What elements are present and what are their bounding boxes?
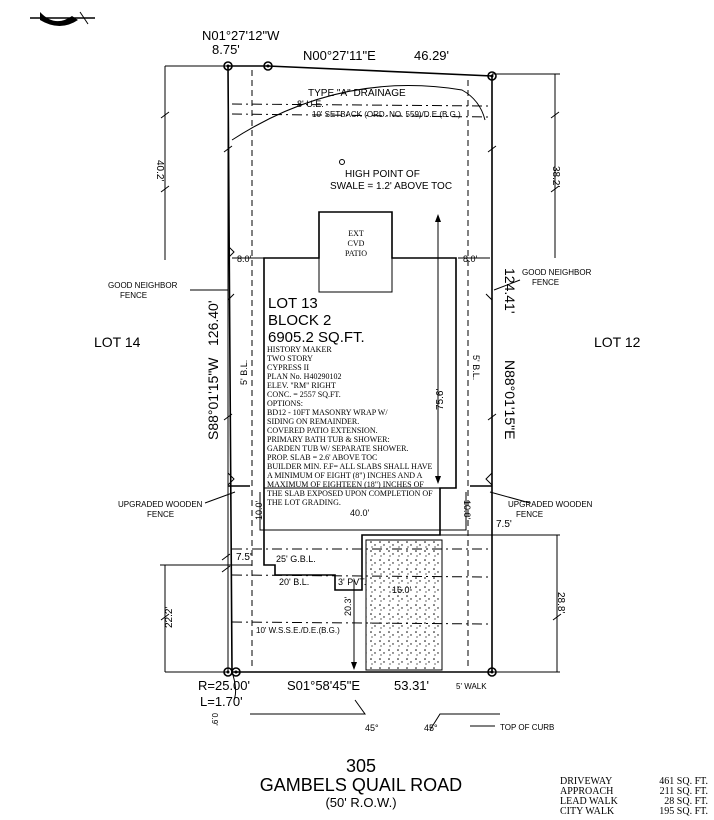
good-fence-right-1: GOOD NEIGHBOR [522, 268, 592, 277]
note-line: A MINIMUM OF EIGHT (8") INCHES AND A [267, 471, 423, 480]
dim-38-2: 38.2' [550, 166, 561, 187]
bottom-bearing: S01°58'45"E [287, 678, 360, 693]
dim-7-5-left: 7.5' [236, 552, 252, 563]
note-line: SIDING ON REMAINDER. [267, 417, 359, 426]
top-left-distance: 8.75' [212, 42, 240, 57]
note-line: THE LOT GRADING. [267, 498, 341, 507]
good-fence-right-2: FENCE [532, 278, 559, 287]
dim-8-right: 8.0' [463, 254, 478, 264]
easement-lines [231, 70, 491, 668]
note-line: PLAN No. H40290102 [267, 372, 341, 381]
note-line: GARDEN TUB W/ SEPARATE SHOWER. [267, 444, 408, 453]
dim-0-9: 0.9' [210, 713, 219, 726]
patio-line-1: EXT [348, 229, 364, 238]
lot-12-label: LOT 12 [594, 334, 641, 350]
lot-number: LOT 13 [268, 295, 318, 312]
note-line: PROP. SLAB = 2.6' ABOVE TOC [267, 453, 377, 462]
note-line: CONC. = 2557 SQ.FT. [267, 390, 341, 399]
note-line: COVERED PATIO EXTENSION. [267, 426, 378, 435]
area-value: 195 SQ. FT. [659, 806, 708, 817]
angle-right: 45° [424, 723, 438, 733]
row-width: (50' R.O.W.) [325, 795, 396, 810]
bl-right: 5' B.L. [471, 355, 481, 380]
note-line: ELEV. "RM" RIGHT [267, 381, 336, 390]
gbl-label: 25' G.B.L. [276, 554, 316, 564]
angle-left: 45° [365, 723, 379, 733]
top-of-curb-label: TOP OF CURB [500, 723, 554, 732]
dim-75-arrow [351, 214, 441, 670]
dim-22-2: 22.2' [164, 607, 175, 628]
upg-fence-left-2: FENCE [147, 510, 174, 519]
dim-40-0: 40.0' [350, 508, 370, 518]
top-distance: 46.29' [414, 48, 449, 63]
dim-75-6: 75.6' [435, 389, 446, 410]
dim-8-left: 8.0' [237, 254, 252, 264]
ue-label: 8' U.E. [297, 99, 324, 109]
left-bearing: S88°01'15"W [205, 357, 221, 440]
curve-length: L=1.70' [200, 694, 243, 709]
area-name: LEAD WALK [560, 796, 619, 807]
curve-radius: R=25.00' [198, 678, 250, 693]
bottom-distance: 53.31' [394, 678, 429, 693]
lot-14-label: LOT 14 [94, 334, 141, 350]
wsse-label: 10' W.S.S.E./D.E.(B.G.) [256, 626, 340, 635]
drainage-label: TYPE "A" DRAINAGE [308, 88, 406, 99]
house-notes: HISTORY MAKER TWO STORY CYPRESS II PLAN … [267, 345, 433, 507]
area-name: APPROACH [560, 786, 613, 797]
dim-40-2: 40.2' [154, 160, 165, 181]
dim-20-3: 20.3' [343, 596, 353, 616]
good-fence-left-2: FENCE [120, 291, 147, 300]
area-value: 28 SQ. FT. [664, 796, 708, 807]
area-name: DRIVEWAY [560, 776, 612, 787]
right-distance: 124.41' [502, 268, 518, 314]
patio-line-3: PATIO [345, 249, 367, 258]
driveway [365, 539, 443, 671]
note-line: BUILDER MIN. F.F= ALL SLABS SHALL HAVE [267, 462, 432, 471]
upg-fence-right-1: UPGRADED WOODEN [508, 500, 593, 509]
pvt-label: 3' PVT. [338, 577, 366, 587]
left-distance: 126.40' [205, 301, 221, 347]
extension-lines [160, 65, 560, 673]
lot-area: 6905.2 SQ.FT. [268, 329, 365, 346]
north-arrow-icon [30, 11, 95, 26]
upg-fence-right-2: FENCE [516, 510, 543, 519]
note-line: MAXIMUM OF EIGHTEEN (18") INCHES OF [267, 480, 424, 489]
patio-line-2: CVD [348, 239, 365, 248]
street-name: GAMBELS QUAIL ROAD [260, 775, 462, 795]
house-footprint [263, 211, 457, 591]
bl20-label: 20' B.L. [279, 577, 309, 587]
note-line: THE SLAB EXPOSED UPON COMPLETION OF [267, 489, 433, 498]
note-line: HISTORY MAKER [267, 345, 332, 354]
dim-7-5-right: 7.5' [496, 519, 512, 530]
block-number: BLOCK 2 [268, 312, 331, 329]
dim-10-right: 10.0' [462, 500, 472, 520]
good-fence-left-1: GOOD NEIGHBOR [108, 281, 178, 290]
top-left-bearing: N01°27'12"W [202, 28, 280, 43]
walk-label: 5' WALK [456, 682, 487, 691]
top-bearing: N00°27'11"E [303, 48, 376, 63]
note-line: BD12 - 10FT MASONRY WRAP W/ [267, 408, 388, 417]
address-number: 305 [346, 756, 376, 776]
note-line: TWO STORY [267, 354, 313, 363]
upg-fence-left-1: UPGRADED WOODEN [118, 500, 203, 509]
area-table: DRIVEWAY 461 SQ. FT. APPROACH 211 SQ. FT… [560, 776, 708, 817]
fence-lines [227, 245, 493, 487]
area-value: 211 SQ. FT. [660, 786, 708, 797]
area-name: CITY WALK [560, 806, 615, 817]
setback-label: 10' SETBACK (ORD. NO. 559)/D.E.(B.G.) [312, 110, 461, 119]
dim-28-8: 28.8' [555, 592, 566, 613]
note-line: CYPRESS II [267, 363, 309, 372]
corner-monuments [223, 61, 497, 677]
leader-lines [190, 279, 531, 731]
note-line: PRIMARY BATH TUB & SHOWER: [267, 435, 390, 444]
dim-16-0: 16.0' [392, 585, 412, 595]
bl-left: 5' B.L. [239, 360, 249, 385]
right-bearing: N88°01'15"E [502, 360, 518, 439]
dim-10-left: 10.0' [254, 500, 264, 520]
note-line: OPTIONS: [267, 399, 303, 408]
area-value: 461 SQ. FT. [659, 776, 708, 787]
high-point-line-2: SWALE = 1.2' ABOVE TOC [330, 181, 452, 192]
high-point-line-1: HIGH POINT OF [345, 169, 420, 180]
